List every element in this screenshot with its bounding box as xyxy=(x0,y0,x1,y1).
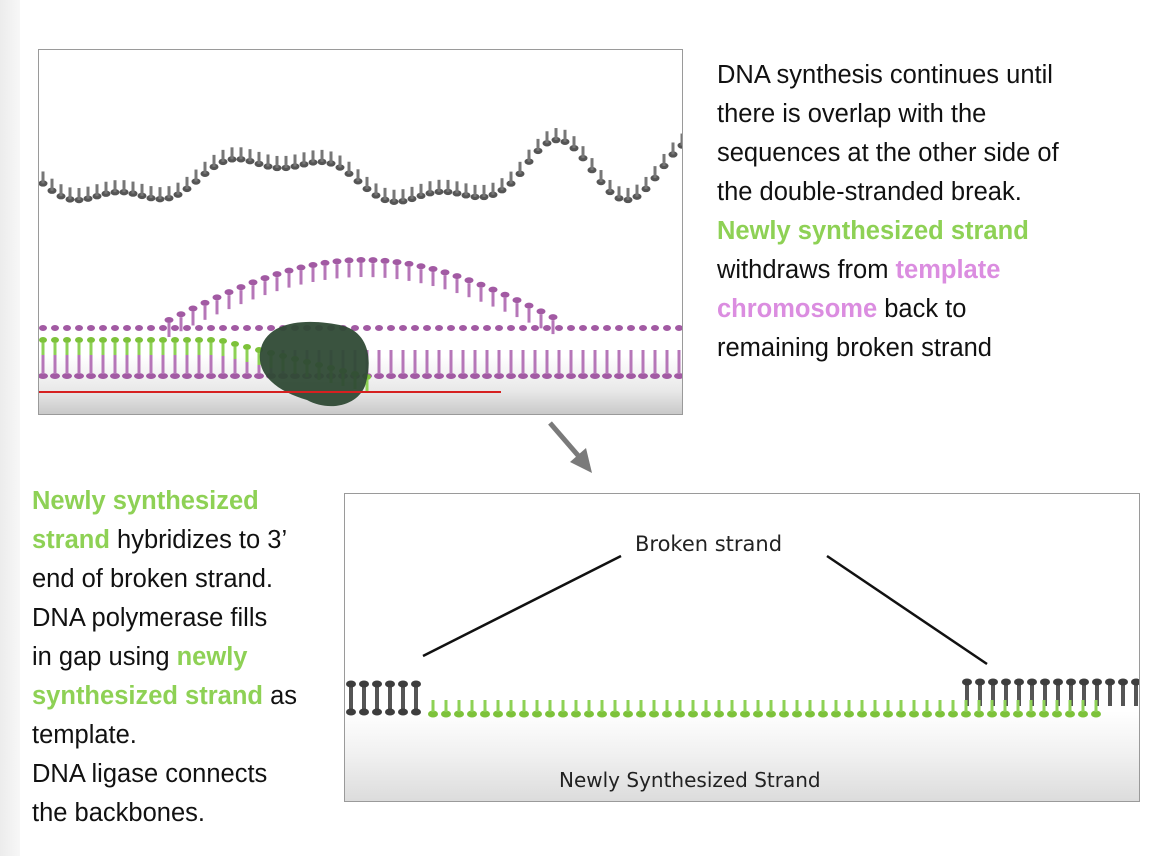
highlight-green-text: Newly synthesized strand xyxy=(717,217,1029,245)
template-chromosome-bubble xyxy=(39,257,682,337)
down-right-arrow-icon xyxy=(548,421,592,473)
caption-text: DNA ligase connects xyxy=(32,760,268,788)
caption-line: in gap using newly xyxy=(32,638,332,677)
newly-synthesized-strand-bottom xyxy=(428,700,1101,718)
gray-dna-helix xyxy=(39,128,682,205)
bottom-caption: Newly synthesized strand hybridizes to 3… xyxy=(32,482,332,833)
caption-line: DNA ligase connects xyxy=(32,755,332,794)
caption-text: template. xyxy=(32,721,137,749)
top-caption: DNA synthesis continues until there is o… xyxy=(717,56,1137,368)
caption-line: DNA synthesis continues until xyxy=(717,56,1137,95)
pointer-line-left xyxy=(422,554,622,658)
caption-line: chromosome back to xyxy=(717,290,1137,329)
caption-text: remaining broken strand xyxy=(717,334,992,362)
floor-gradient xyxy=(345,711,1139,801)
caption-line: end of broken strand. xyxy=(32,560,332,599)
highlight-green-text: synthesized strand xyxy=(32,682,263,710)
highlight-pink-text: chromosome xyxy=(717,295,878,323)
caption-text: hybridizes to 3’ xyxy=(109,526,288,554)
highlight-pink-text: template xyxy=(895,256,1001,284)
broken-strand-right xyxy=(962,678,1139,706)
broken-strand-label: Broken strand xyxy=(635,532,783,556)
caption-text: the double-stranded break. xyxy=(717,178,1022,206)
broken-strand-left xyxy=(346,680,421,716)
polymerase-protein xyxy=(259,321,369,407)
pointer-line-right xyxy=(826,554,988,666)
caption-text: end of broken strand. xyxy=(32,565,273,593)
caption-text: the backbones. xyxy=(32,799,205,827)
caption-line: there is overlap with the xyxy=(717,95,1137,134)
caption-line: withdraws from template xyxy=(717,251,1137,290)
caption-text: as xyxy=(262,682,298,710)
highlight-green-text: newly xyxy=(176,643,248,671)
caption-line: Newly synthesized xyxy=(32,482,332,521)
caption-line: strand hybridizes to 3’ xyxy=(32,521,332,560)
caption-text: DNA synthesis continues until xyxy=(717,61,1053,89)
dna-illustration xyxy=(39,128,682,407)
bottom-dna-figure: Broken strand Newly Synthesized Strand xyxy=(344,493,1140,802)
caption-line: remaining broken strand xyxy=(717,329,1137,368)
caption-line: DNA polymerase fills xyxy=(32,599,332,638)
ligation-illustration xyxy=(346,554,1139,718)
caption-text: sequences at the other side of xyxy=(717,139,1059,167)
caption-line: the backbones. xyxy=(32,794,332,833)
caption-line: synthesized strand as xyxy=(32,677,332,716)
highlight-green-text: strand xyxy=(32,526,110,554)
caption-line: Newly synthesized strand xyxy=(717,212,1137,251)
caption-line: the double-stranded break. xyxy=(717,173,1137,212)
highlight-green-text: Newly synthesized xyxy=(32,487,259,515)
top-dna-figure xyxy=(38,49,683,415)
caption-line: sequences at the other side of xyxy=(717,134,1137,173)
caption-text: DNA polymerase fills xyxy=(32,604,268,632)
caption-text: back to xyxy=(877,295,967,323)
newly-synthesized-strand-label: Newly Synthesized Strand xyxy=(559,768,821,792)
caption-text: withdraws from xyxy=(717,256,896,284)
slide-edge xyxy=(0,0,20,856)
caption-text: there is overlap with the xyxy=(717,100,987,128)
caption-text: in gap using xyxy=(32,643,177,671)
caption-line: template. xyxy=(32,716,332,755)
